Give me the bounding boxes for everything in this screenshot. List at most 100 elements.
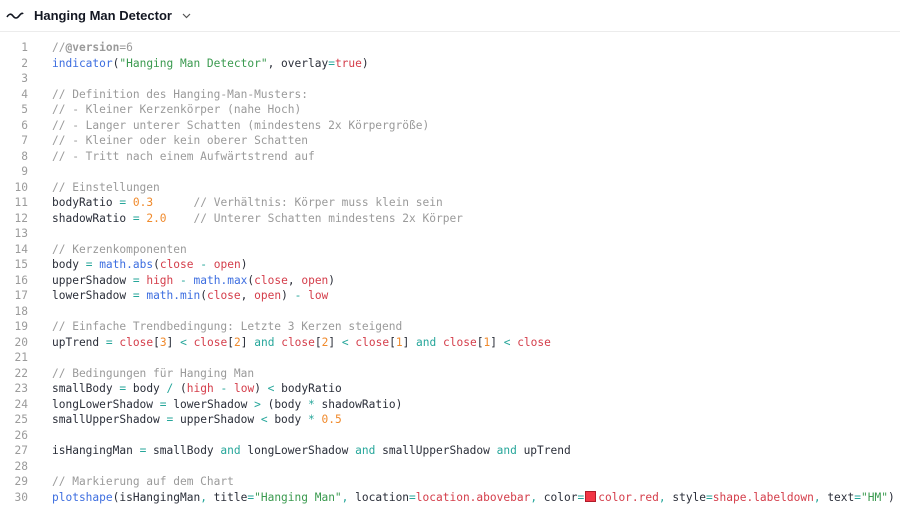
line-number: 7: [21, 134, 28, 147]
code-line[interactable]: 4// Definition des Hanging-Man-Musters:: [0, 87, 900, 103]
token: <: [503, 335, 511, 349]
code-line[interactable]: 18: [0, 304, 900, 320]
token: close: [517, 335, 551, 349]
token: upperShadow: [52, 273, 133, 287]
token: =: [119, 382, 127, 395]
token: [: [476, 335, 484, 349]
token: open: [213, 258, 241, 271]
code-text: // Kerzenkomponenten: [52, 242, 187, 258]
token: close: [281, 335, 315, 349]
code-line[interactable]: 14 // Kerzenkomponenten: [0, 242, 900, 258]
token: ,: [658, 490, 666, 504]
code-line[interactable]: 9: [0, 164, 900, 180]
token: =: [132, 273, 140, 287]
token: close: [254, 273, 288, 287]
token: close: [355, 335, 390, 349]
token: 1: [483, 335, 491, 349]
token: // Bedingungen für Hanging Man: [52, 366, 255, 380]
token: @version: [65, 41, 120, 54]
token: low: [233, 382, 255, 395]
token: ): [240, 258, 248, 271]
token: title: [206, 490, 248, 504]
code-line[interactable]: 7// - Kleiner oder kein oberer Schatten: [0, 133, 900, 149]
token: -: [200, 258, 208, 271]
code-line[interactable]: 22 // Bedingungen für Hanging Man: [0, 366, 900, 382]
code-line[interactable]: 28: [0, 459, 900, 475]
token: longLowerShadow: [240, 444, 356, 457]
token: lowerShadow: [52, 289, 133, 302]
script-title[interactable]: Hanging Man Detector: [34, 8, 172, 23]
line-number: 21: [14, 351, 28, 364]
code-line[interactable]: 5// - Kleiner Kerzenkörper (nahe Hoch): [0, 102, 900, 118]
token: isHangingMan: [52, 444, 140, 457]
code-line[interactable]: 21: [0, 350, 900, 366]
token: =6: [119, 41, 133, 54]
token: 0.3: [132, 196, 154, 209]
token: "Hanging Man Detector": [119, 56, 268, 70]
code-line[interactable]: 8// - Tritt nach einem Aufwärtstrend auf: [0, 149, 900, 165]
token: (: [200, 289, 207, 302]
line-number: 15: [14, 258, 28, 271]
code-line[interactable]: 26: [0, 428, 900, 444]
token: =: [132, 289, 140, 302]
code-line[interactable]: 10// Einstellungen: [0, 180, 900, 196]
token: <: [260, 413, 268, 426]
line-number: 18: [14, 304, 28, 318]
line-number: 17: [14, 289, 28, 302]
token: // Einfache Trendbedingung: Letzte 3 Ker…: [52, 320, 403, 333]
token: 1: [395, 335, 403, 349]
token: // - Langer unterer Schatten (mindestens…: [52, 118, 430, 132]
line-number: 11: [14, 196, 28, 209]
token: 3: [159, 335, 167, 349]
token: =: [577, 490, 585, 504]
line-number: 22: [14, 366, 28, 380]
code-text: plotshape(isHangingMan, title="Hanging M…: [52, 490, 895, 506]
token: [436, 336, 443, 349]
code-line[interactable]: 1//@version=6: [0, 40, 900, 56]
code-line[interactable]: 19// Einfache Trendbedingung: Letzte 3 K…: [0, 319, 900, 335]
line-number: 30: [14, 490, 28, 504]
token: //: [52, 41, 66, 54]
token: ]: [240, 335, 255, 349]
token: and: [254, 335, 275, 349]
token: "Hanging Man": [254, 490, 342, 504]
line-number: 3: [21, 72, 28, 85]
color-swatch-icon[interactable]: [585, 490, 597, 502]
token: [126, 196, 133, 209]
script-header: Hanging Man Detector: [0, 0, 900, 32]
code-text: // - Tritt nach einem Aufwärtstrend auf: [52, 149, 315, 165]
token: lowerShadow: [166, 397, 255, 411]
chevron-down-icon[interactable]: [182, 11, 192, 21]
token: and: [496, 444, 517, 457]
token: and: [355, 444, 376, 457]
code-line[interactable]: 13: [0, 226, 900, 242]
token: and: [416, 335, 437, 349]
line-number: 13: [14, 227, 28, 240]
token: // - Tritt nach einem Aufwärtstrend auf: [52, 149, 315, 163]
code-text: indicator("Hanging Man Detector", overla…: [52, 56, 369, 72]
code-line[interactable]: 3: [0, 71, 900, 87]
token: -: [294, 289, 302, 302]
token: [187, 336, 194, 349]
line-number: 14: [14, 242, 28, 256]
token: shape.labeldown: [712, 490, 814, 504]
code-line[interactable]: 29// Markierung auf dem Chart: [0, 474, 900, 490]
token: [: [153, 335, 160, 349]
code-line[interactable]: 6// - Langer unterer Schatten (mindesten…: [0, 118, 900, 134]
token: (body: [260, 397, 308, 411]
line-number: 9: [21, 165, 28, 178]
code-text: // - Kleiner Kerzenkörper (nahe Hoch): [52, 102, 301, 118]
